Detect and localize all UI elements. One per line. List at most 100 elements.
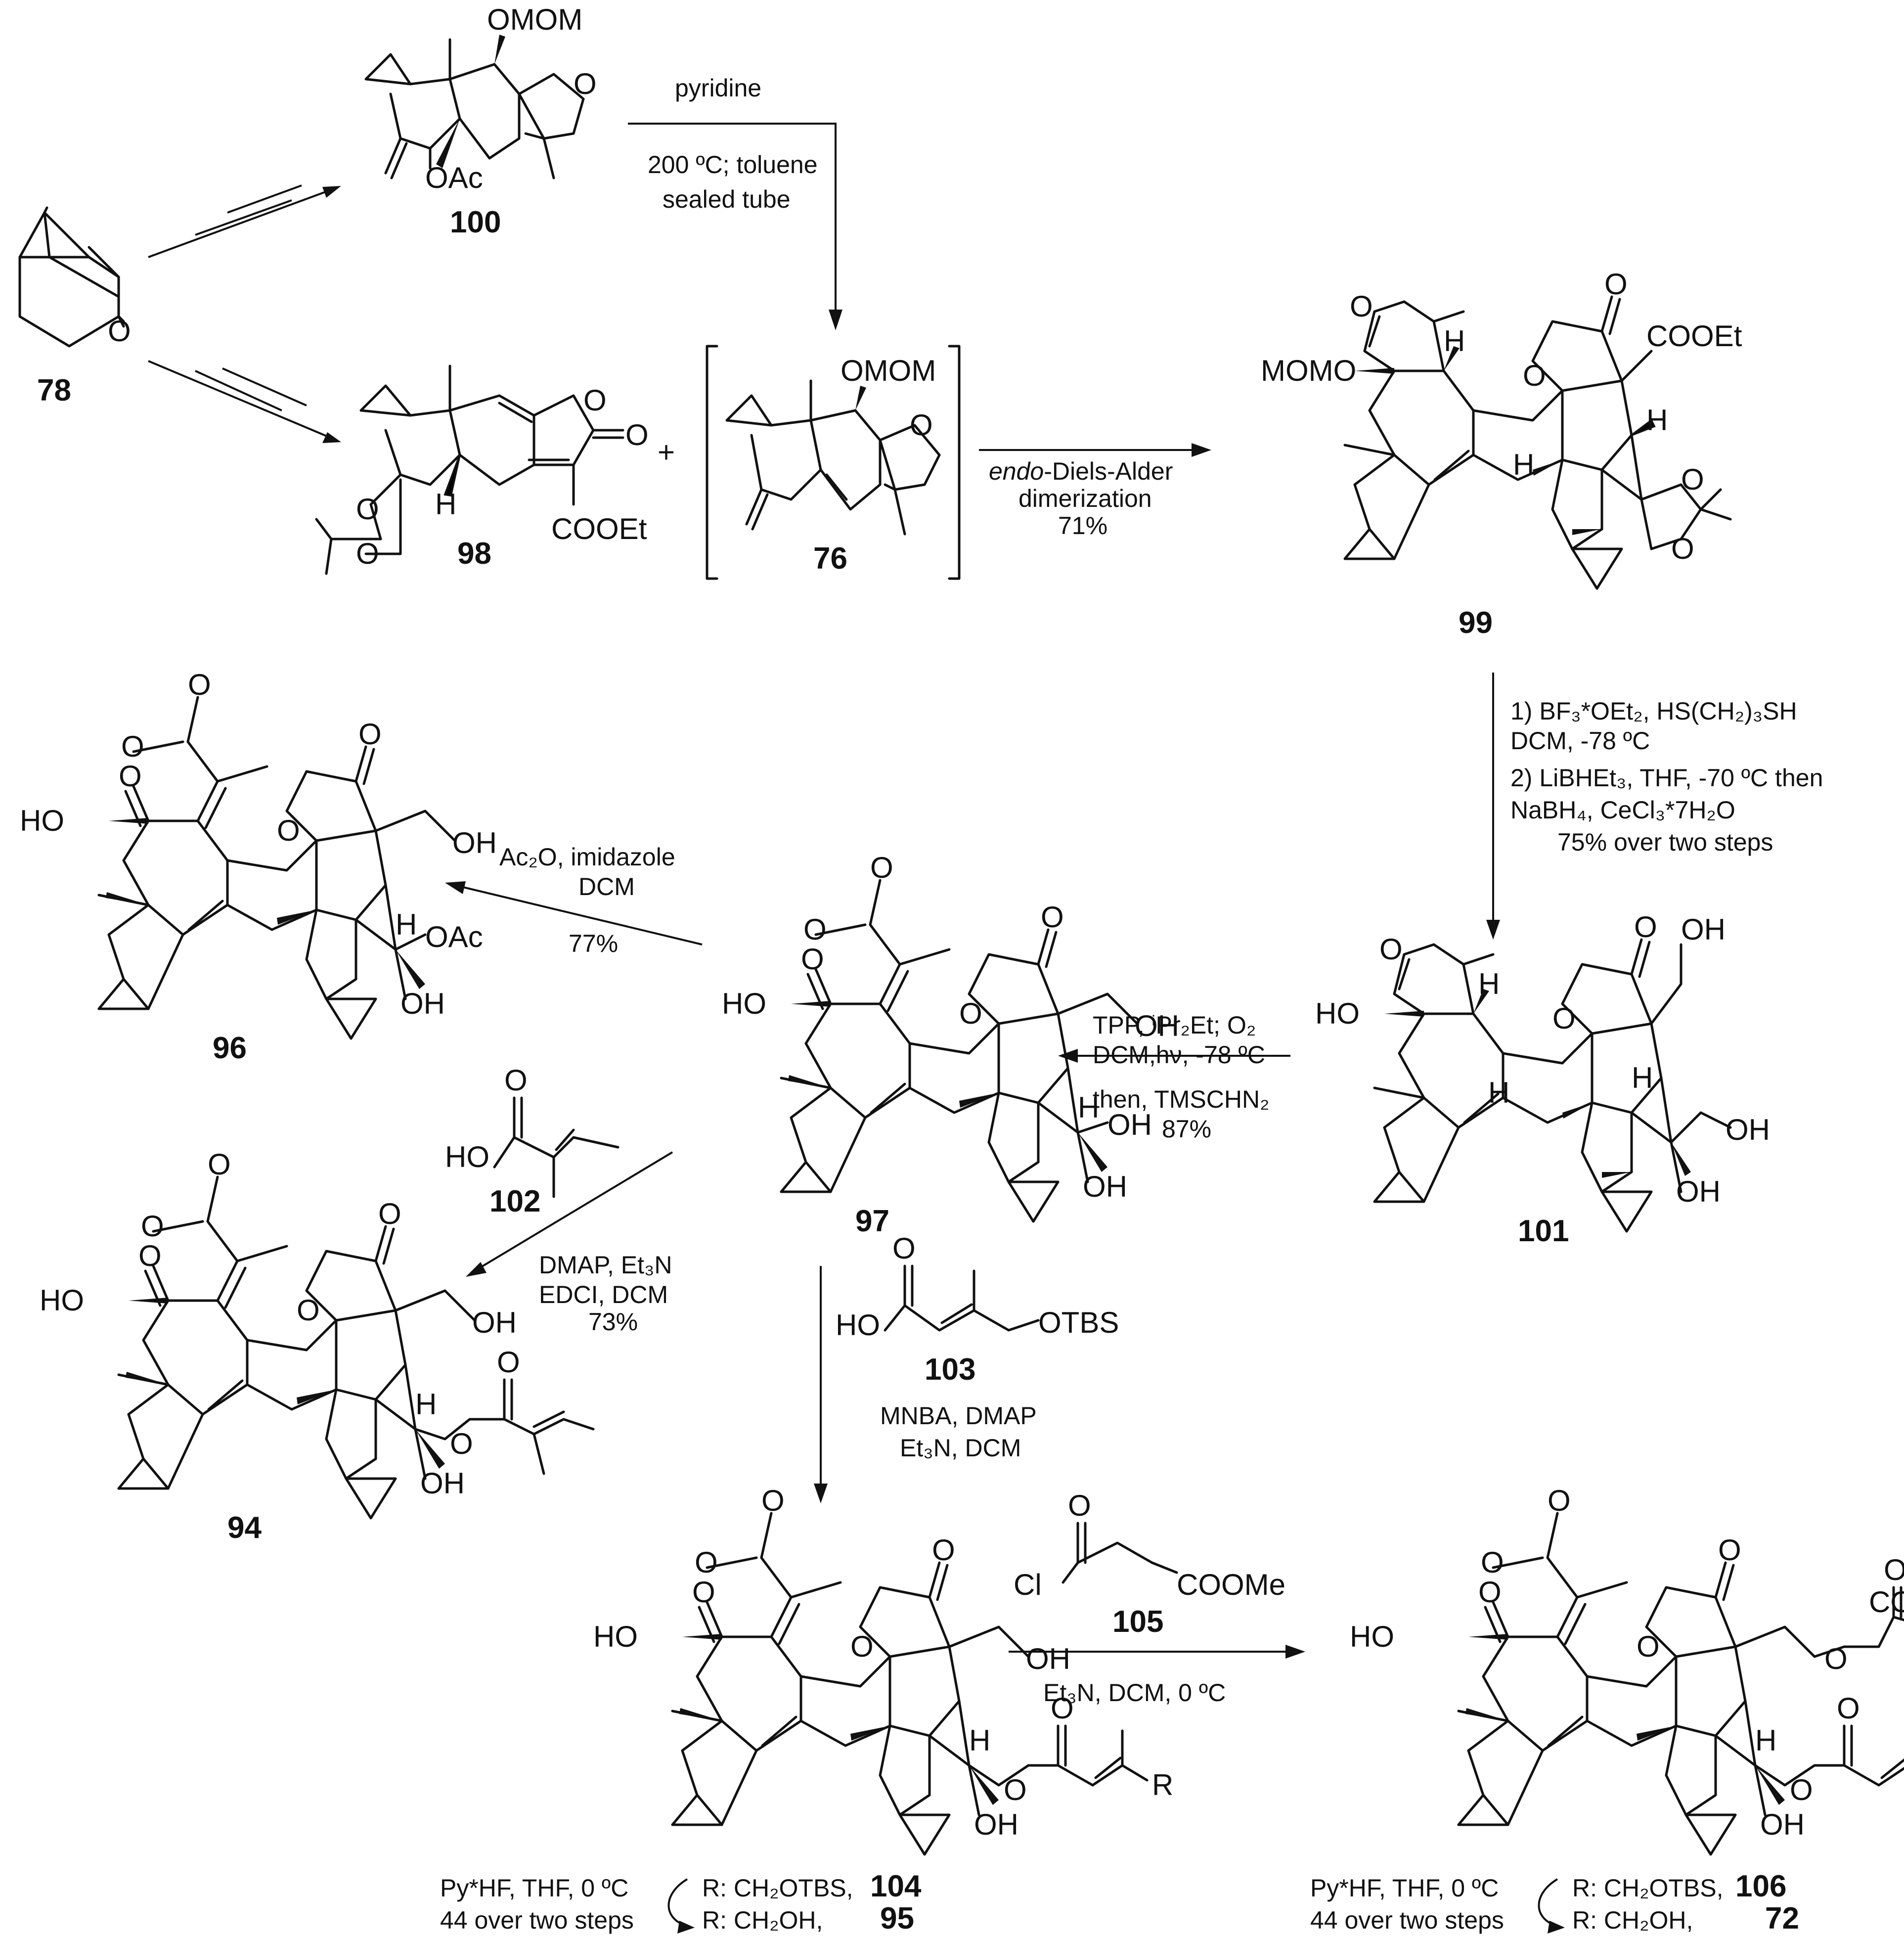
ho-label: HO xyxy=(836,1308,880,1342)
condition-step2-line1: endo-Diels-Alder xyxy=(989,457,1173,485)
condition-step10-yield: 44 over two steps xyxy=(1310,1906,1504,1934)
r-label: R xyxy=(1152,1768,1173,1802)
lactone-oxygen: O xyxy=(850,1630,874,1663)
condition-step7-line1: MNBA, DMAP xyxy=(880,1402,1037,1430)
condition-step3-line2: DCM, -78 ºC xyxy=(1510,727,1650,755)
oac-label: OAc xyxy=(425,920,483,953)
oh-label: OH xyxy=(452,826,497,859)
furan-oxygen: O xyxy=(1379,933,1403,966)
carbonyl-oxygen: O xyxy=(504,1064,528,1097)
condition-step3-line5: 75% over two steps xyxy=(1557,828,1773,856)
compound-number: 105 xyxy=(1112,1605,1163,1639)
arrow-99-to-101 xyxy=(1486,673,1500,940)
oh-label: OH xyxy=(1726,1113,1770,1146)
condition-step3-line3: 2) LiBHEt₃, THF, -70 ºC then xyxy=(1510,764,1823,792)
condition-step8-line1: Et₃N, DCM, 0 ºC xyxy=(1043,1679,1226,1707)
coome-label: COOMe xyxy=(1869,1585,1904,1619)
ketone-oxygen: O xyxy=(138,1239,162,1272)
oh-label: OH xyxy=(1681,913,1726,946)
compound-98-structure: O O H O O COOEt 98 xyxy=(315,364,649,575)
oh-label: OH xyxy=(1107,1108,1152,1141)
h-label: H xyxy=(415,1388,437,1421)
compound-104-structure: O O O HO O O OH H O O R OH xyxy=(593,1484,1173,1854)
condition-step9-r1: R: CH₂OTBS, xyxy=(702,1874,853,1902)
ester-oxygen: O xyxy=(141,1210,164,1243)
h-label: H xyxy=(1646,404,1668,437)
ketone-oxygen: O xyxy=(1478,1576,1502,1609)
h-label: H xyxy=(435,488,456,521)
condition-step5-line2: DCM xyxy=(578,873,635,901)
ester-oxygen: O xyxy=(870,851,893,884)
ester-oxygen: O xyxy=(761,1484,785,1517)
coome-label: COOMe xyxy=(1177,1568,1285,1601)
ester-oxygen: O xyxy=(450,1427,473,1460)
ho-label: HO xyxy=(1350,1620,1394,1653)
ester-oxygen: O xyxy=(121,730,144,763)
h-label: H xyxy=(396,908,417,941)
ester-oxygen: O xyxy=(1790,1773,1813,1806)
carbonyl-oxygen: O xyxy=(932,1533,955,1567)
deprotection-104-to-95: Py*HF, THF, 0 ºC 44 over two steps R: CH… xyxy=(440,1869,922,1936)
compound-number: 104 xyxy=(870,1869,922,1903)
condition-step10-reagent: Py*HF, THF, 0 ºC xyxy=(1310,1874,1499,1902)
compound-number: 99 xyxy=(1459,606,1493,640)
carbonyl-oxygen: O xyxy=(1634,910,1657,944)
compound-number: 76 xyxy=(813,541,847,576)
condition-step4-line1: TPP, ⁱPr₂Et; O₂ xyxy=(1093,1011,1256,1039)
plus-sign: + xyxy=(658,436,675,469)
oh-label: OH xyxy=(1760,1808,1805,1841)
condition-step4-line3: then, TMSCHN₂ xyxy=(1093,1085,1269,1113)
arrow-to-99 xyxy=(979,443,1211,457)
arrow-97-to-94 xyxy=(466,1151,673,1277)
oh-label: OH xyxy=(974,1808,1018,1841)
cooet-label: COOEt xyxy=(1646,319,1742,353)
oh-label: OH xyxy=(400,987,445,1020)
ester-oxygen: O xyxy=(1004,1773,1027,1806)
compound-number: 96 xyxy=(213,1031,247,1065)
ho-label: HO xyxy=(20,804,64,837)
lactone-oxygen: O xyxy=(1523,359,1546,392)
h-label: H xyxy=(1478,967,1500,1000)
compound-number: 97 xyxy=(855,1204,889,1238)
compound-number: 98 xyxy=(457,537,491,571)
lactone-oxygen: O xyxy=(1637,1630,1660,1663)
dioxolane-oxygen: O xyxy=(1671,532,1694,565)
carbonyl-oxygen: O xyxy=(1068,1489,1091,1522)
condition-step9-yield: 44 over two steps xyxy=(440,1906,634,1934)
carbonyl-oxygen: O xyxy=(378,1197,401,1230)
compound-number: 78 xyxy=(37,373,71,407)
carbonyl-oxygen: O xyxy=(625,418,649,451)
multi-step-arrows-to-98 xyxy=(148,360,341,443)
ho-label: HO xyxy=(445,1140,489,1173)
carbonyl-oxygen: O xyxy=(1051,1692,1074,1725)
ester-oxygen: O xyxy=(1548,1484,1571,1517)
oh-label: OH xyxy=(472,1306,517,1339)
ester-oxygen: O xyxy=(1481,1546,1504,1579)
oh-label: OH xyxy=(1083,1170,1127,1203)
condition-step10-r1: R: CH₂OTBS, xyxy=(1572,1874,1724,1902)
condition-step9-reagent: Py*HF, THF, 0 ºC xyxy=(440,1874,628,1902)
compound-100-structure: OMOM O OAc 100 xyxy=(364,3,597,239)
h-label: H xyxy=(1444,324,1465,358)
compound-96-structure: O O O HO O O OH H OAc OH 96 xyxy=(20,668,497,1065)
condition-step3-line1: 1) BF₃*OEt₂, HS(CH₂)₃SH xyxy=(1510,697,1797,725)
furan-oxygen: O xyxy=(574,67,597,100)
condition-step1-line1: pyridine xyxy=(675,74,761,102)
carbonyl-oxygen: O xyxy=(497,1346,520,1379)
oh-label: OH xyxy=(1026,1642,1070,1675)
furan-oxygen: O xyxy=(1350,290,1373,323)
oh-label: OH xyxy=(1135,1009,1179,1042)
lactone-oxygen: O xyxy=(583,384,607,417)
condition-step1-line2: 200 ºC; toluene xyxy=(648,151,818,179)
atom-label: O xyxy=(108,315,131,348)
ester-oxygen: O xyxy=(803,913,827,946)
compound-78-structure: O 78 xyxy=(18,206,131,407)
compound-102-structure: O HO 102 xyxy=(445,1064,620,1218)
carbonyl-oxygen: O xyxy=(358,718,382,751)
compound-number: 106 xyxy=(1735,1869,1786,1903)
condition-step7-line2: Et₃N, DCM xyxy=(900,1434,1021,1462)
ester-oxygen: O xyxy=(695,1546,718,1579)
ho-label: HO xyxy=(1315,997,1360,1030)
lactone-oxygen: O xyxy=(1552,1002,1576,1035)
